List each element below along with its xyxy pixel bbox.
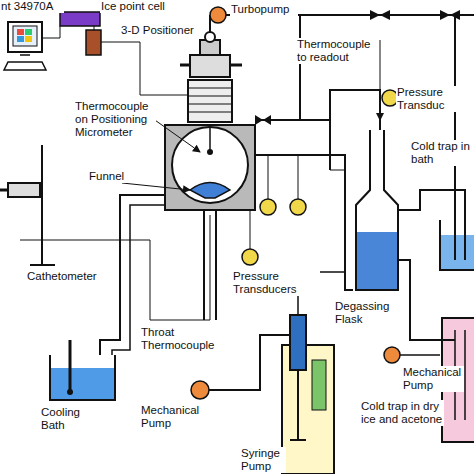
part-label: Pressure Transduc	[396, 86, 472, 112]
part-label: Syringe Pump	[240, 447, 286, 473]
part-label: Cold trap in dry ice and acetone	[360, 400, 444, 426]
part-label: Turbopump	[230, 3, 298, 16]
part-label: Pressure Transducers	[232, 270, 320, 296]
part-label: Cooling Bath	[40, 406, 102, 432]
part-label: Throat Thermocouple	[140, 326, 208, 352]
part-label: Degassing Flask	[334, 300, 408, 326]
part-label: nt 34970A	[0, 0, 64, 13]
part-label: 3-D Positioner	[120, 24, 202, 37]
part-label: Mechanical Pump	[140, 404, 198, 430]
part-label: Mechanical Pump	[402, 366, 464, 392]
part-label: Funnel	[88, 170, 130, 183]
part-label: Thermocouple to readout	[296, 38, 370, 64]
part-label: Cathetometer	[26, 270, 108, 283]
part-label: Thermocouple on Positioning Micrometer	[74, 100, 156, 139]
part-label: Cold trap in bath	[410, 140, 472, 166]
part-label: Ice point cell	[100, 0, 182, 13]
